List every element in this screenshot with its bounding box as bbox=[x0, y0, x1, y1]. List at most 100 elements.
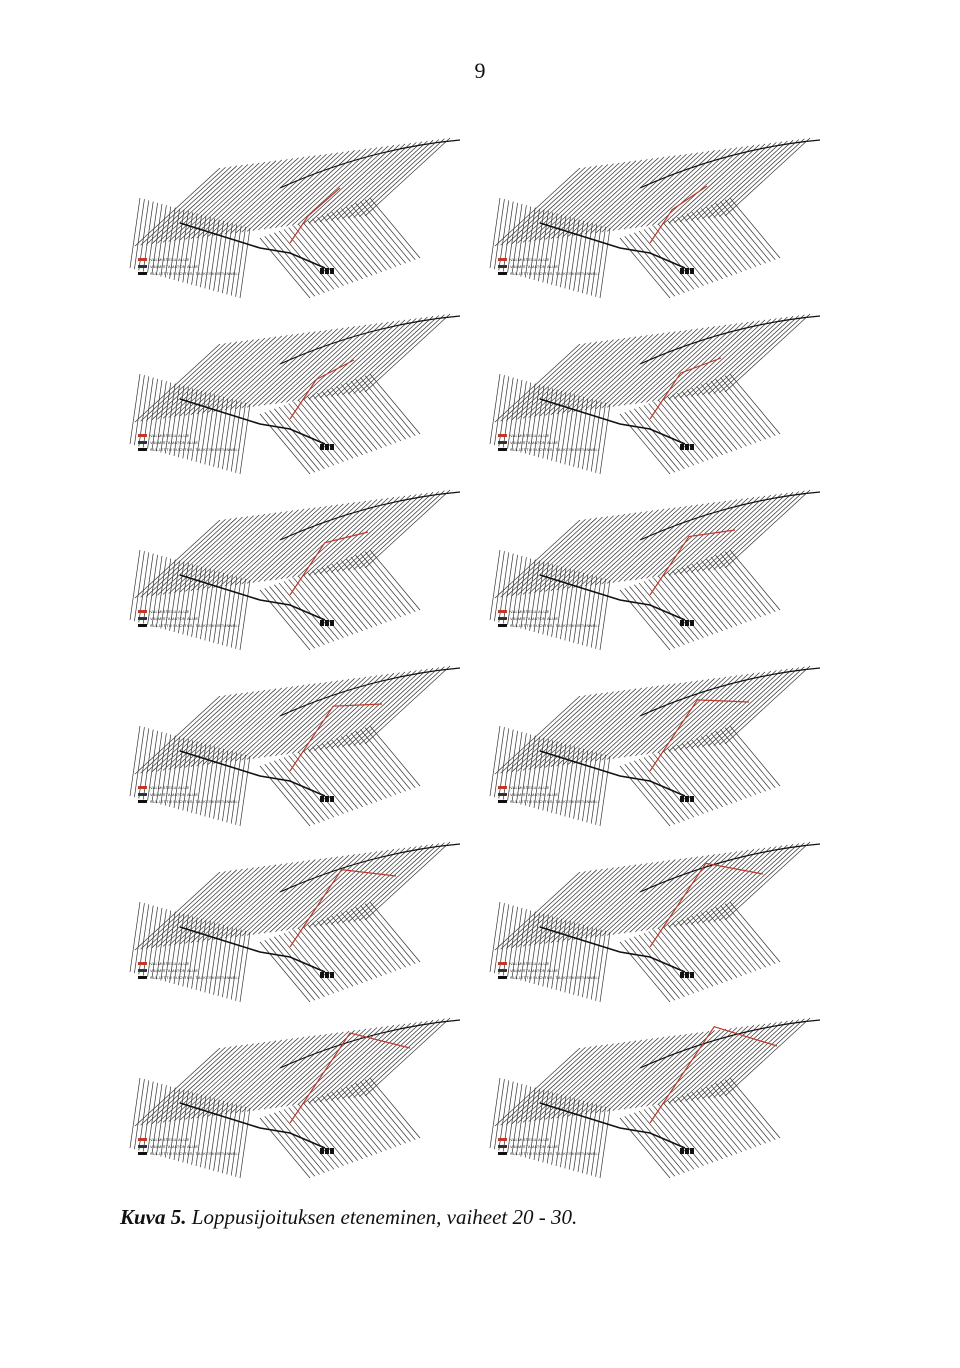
legend-label: SULJETTU SIJOITUS- TAI KESKUSTUNNELI bbox=[510, 974, 600, 980]
legend-swatch bbox=[498, 1138, 507, 1141]
legend-swatch bbox=[138, 617, 147, 620]
legend-label: VALMISTAMATON ALUE bbox=[510, 439, 559, 445]
legend-row: VALMISTAMATON ALUE bbox=[138, 791, 239, 798]
legend-row: VALMISTAMATON ALUE bbox=[138, 1143, 239, 1150]
legend-label: VALMISTELU-ALUE bbox=[510, 256, 550, 262]
legend-swatch bbox=[498, 800, 507, 803]
legend-label: SULJETTU SIJOITUS- TAI KESKUSTUNNELI bbox=[150, 270, 240, 276]
legend-row: VALMISTAMATON ALUE bbox=[138, 263, 239, 270]
legend-row: SULJETTU SIJOITUS- TAI KESKUSTUNNELI bbox=[498, 974, 599, 981]
layout-drawing bbox=[129, 313, 461, 475]
legend-row: VALMISTELU-ALUE bbox=[498, 256, 599, 263]
caption-label: Kuva 5. bbox=[120, 1205, 187, 1229]
legend-label: VALMISTELU-ALUE bbox=[150, 256, 190, 262]
legend-row: VALMISTELU-ALUE bbox=[138, 432, 239, 439]
legend-label: VALMISTELU-ALUE bbox=[510, 432, 550, 438]
legend-row: SULJETTU SIJOITUS- TAI KESKUSTUNNELI bbox=[498, 798, 599, 805]
legend-label: VALMISTAMATON ALUE bbox=[510, 1143, 559, 1149]
legend-label: VALMISTELU-ALUE bbox=[150, 784, 190, 790]
legend-row: SULJETTU SIJOITUS- TAI KESKUSTUNNELI bbox=[138, 798, 239, 805]
legend-row: VALMISTELU-ALUE bbox=[138, 784, 239, 791]
legend-label: VALMISTELU-ALUE bbox=[510, 960, 550, 966]
layout-drawing bbox=[129, 841, 461, 1003]
legend-swatch bbox=[498, 786, 507, 789]
legend-swatch bbox=[138, 969, 147, 972]
legend-row: SULJETTU SIJOITUS- TAI KESKUSTUNNELI bbox=[498, 622, 599, 629]
layout-drawing bbox=[489, 137, 821, 299]
legend-row: VALMISTAMATON ALUE bbox=[138, 615, 239, 622]
legend-label: SULJETTU SIJOITUS- TAI KESKUSTUNNELI bbox=[510, 1150, 600, 1156]
legend-swatch bbox=[498, 610, 507, 613]
legend-row: VALMISTAMATON ALUE bbox=[498, 1143, 599, 1150]
legend-row: SULJETTU SIJOITUS- TAI KESKUSTUNNELI bbox=[138, 446, 239, 453]
legend-swatch bbox=[498, 969, 507, 972]
legend-row: VALMISTELU-ALUE bbox=[138, 608, 239, 615]
legend-label: VALMISTAMATON ALUE bbox=[510, 263, 559, 269]
layout-drawing bbox=[489, 1017, 821, 1179]
legend-row: VALMISTELU-ALUE bbox=[498, 1136, 599, 1143]
legend-label: VALMISTAMATON ALUE bbox=[150, 439, 199, 445]
legend-row: VALMISTELU-ALUE bbox=[498, 960, 599, 967]
legend-label: VALMISTAMATON ALUE bbox=[150, 791, 199, 797]
legend-label: VALMISTAMATON ALUE bbox=[150, 263, 199, 269]
layout-drawing bbox=[489, 841, 821, 1003]
layout-drawing bbox=[489, 665, 821, 827]
legend-swatch bbox=[498, 962, 507, 965]
legend-row: SULJETTU SIJOITUS- TAI KESKUSTUNNELI bbox=[498, 1150, 599, 1157]
legend-row: VALMISTAMATON ALUE bbox=[498, 439, 599, 446]
legend-row: SULJETTU SIJOITUS- TAI KESKUSTUNNELI bbox=[498, 446, 599, 453]
layout-drawing bbox=[129, 137, 461, 299]
legend-swatch bbox=[138, 786, 147, 789]
legend-swatch bbox=[498, 434, 507, 437]
legend-row: SULJETTU SIJOITUS- TAI KESKUSTUNNELI bbox=[138, 622, 239, 629]
legend-row: SULJETTU SIJOITUS- TAI KESKUSTUNNELI bbox=[498, 270, 599, 277]
legend-row: VALMISTAMATON ALUE bbox=[498, 791, 599, 798]
layout-drawing bbox=[129, 665, 461, 827]
legend-swatch bbox=[138, 610, 147, 613]
legend-swatch bbox=[138, 258, 147, 261]
layout-drawing bbox=[129, 489, 461, 651]
legend-label: SULJETTU SIJOITUS- TAI KESKUSTUNNELI bbox=[150, 798, 240, 804]
legend-swatch bbox=[498, 265, 507, 268]
legend-label: VALMISTAMATON ALUE bbox=[510, 791, 559, 797]
legend-row: VALMISTELU-ALUE bbox=[498, 784, 599, 791]
legend-swatch bbox=[138, 793, 147, 796]
legend-swatch bbox=[138, 624, 147, 627]
legend-label: SULJETTU SIJOITUS- TAI KESKUSTUNNELI bbox=[510, 798, 600, 804]
legend-swatch bbox=[138, 265, 147, 268]
legend-swatch bbox=[138, 962, 147, 965]
legend-label: SULJETTU SIJOITUS- TAI KESKUSTUNNELI bbox=[510, 446, 600, 452]
figure-caption: Kuva 5. Loppusijoituksen eteneminen, vai… bbox=[120, 1205, 820, 1230]
legend-swatch bbox=[138, 1152, 147, 1155]
legend-label: VALMISTELU-ALUE bbox=[150, 1136, 190, 1142]
legend-swatch bbox=[498, 448, 507, 451]
legend-label: SULJETTU SIJOITUS- TAI KESKUSTUNNELI bbox=[150, 1150, 240, 1156]
legend-row: VALMISTAMATON ALUE bbox=[498, 967, 599, 974]
layout-drawing bbox=[129, 1017, 461, 1179]
legend-swatch bbox=[138, 272, 147, 275]
legend-swatch bbox=[138, 1138, 147, 1141]
legend-row: VALMISTELU-ALUE bbox=[498, 608, 599, 615]
legend-label: VALMISTAMATON ALUE bbox=[510, 967, 559, 973]
legend-label: VALMISTELU-ALUE bbox=[510, 608, 550, 614]
legend-row: VALMISTELU-ALUE bbox=[498, 432, 599, 439]
legend-label: VALMISTELU-ALUE bbox=[150, 432, 190, 438]
